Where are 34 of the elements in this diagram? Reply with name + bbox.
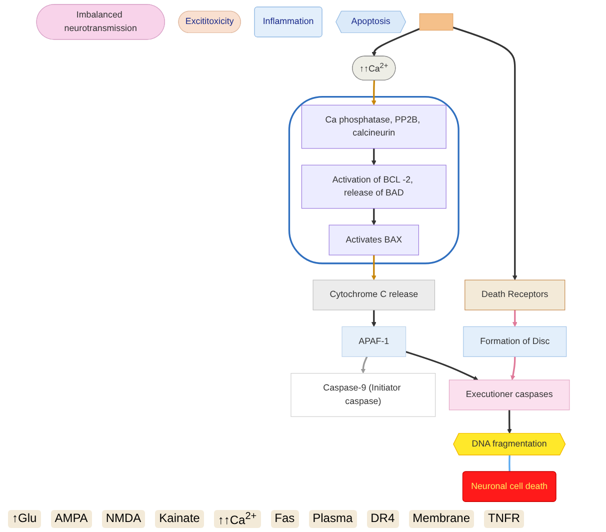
part-label: Membrane <box>408 510 474 528</box>
connector <box>508 455 510 472</box>
arrow <box>510 356 516 380</box>
arrow <box>371 310 376 327</box>
node-box <box>419 13 454 31</box>
part-label: TNFR <box>484 510 524 528</box>
arrow <box>512 310 518 327</box>
part-label: ↑Glu <box>8 510 41 528</box>
node-box: Caspase-9 (Initiator caspase) <box>290 373 436 417</box>
part-label: AMPA <box>50 510 92 528</box>
arrow <box>372 28 420 57</box>
node-box: Cytochrome C release <box>312 280 436 310</box>
part-label: Fas <box>270 510 299 528</box>
node-box: Formation of Disc <box>463 326 567 357</box>
part-label: Plasma <box>308 510 357 528</box>
arrow <box>371 255 376 280</box>
cluster <box>288 96 460 264</box>
arrow <box>360 356 368 374</box>
node-box: APAF-1 <box>342 326 406 357</box>
arrow <box>371 208 376 226</box>
arrow <box>406 351 478 380</box>
arrow <box>452 26 518 280</box>
node-box: Activates BAX <box>328 224 419 256</box>
part-label: Kainate <box>155 510 204 528</box>
node-box: Activation of BCL -2, release of BAD <box>301 164 446 209</box>
part-label: ↑↑Ca$^{2+}$ <box>214 510 261 528</box>
arrow <box>371 80 376 106</box>
part-label: DR4 <box>366 510 399 528</box>
node-box: Executioner caspases <box>448 380 570 410</box>
arrow <box>371 148 376 166</box>
part-label: NMDA <box>102 510 146 528</box>
arrow <box>507 410 512 434</box>
node-box: Death Receptors <box>464 280 566 310</box>
node-box: Ca phosphatase, PP2B, calcineurin <box>301 104 446 149</box>
